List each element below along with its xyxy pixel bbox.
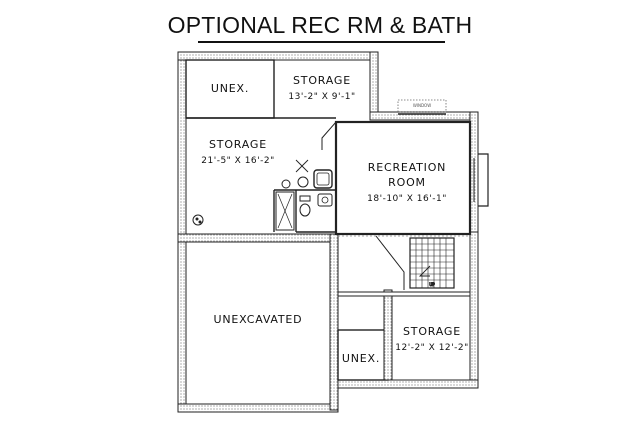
water-heater-icon [313, 169, 333, 189]
room-dims-storage-bottom: 12'-2" X 12'-2" [395, 343, 468, 353]
window-label: WINDOW [413, 103, 431, 108]
room-dims-recreation: 18'-10" X 16'-1" [367, 194, 447, 204]
bath-fixtures [192, 159, 333, 231]
room-label-storage-left: STORAGE [209, 138, 267, 151]
room-label-unex-top: UNEX. [211, 82, 249, 95]
interior-walls [185, 59, 472, 237]
window: WINDOW [397, 99, 447, 115]
room-label-recreation-line2: ROOM [388, 176, 426, 189]
shower-stall [275, 191, 295, 231]
room-label-unex-bottom: UNEX. [342, 352, 380, 365]
room-label-storage-top: STORAGE [293, 74, 351, 87]
stairs: UP [375, 235, 455, 290]
stairs-label: UP [429, 282, 435, 287]
room-label-storage-bottom: STORAGE [403, 325, 461, 338]
sink-icon [317, 193, 333, 207]
title-underline [198, 41, 445, 43]
stair-arrow-icon [418, 265, 431, 277]
room-label-unexcavated: UNEXCAVATED [214, 313, 303, 326]
toilet-icon [299, 203, 311, 217]
room-dims-storage-top: 13'-2" X 9'-1" [288, 92, 355, 102]
sump-pit-icon [192, 214, 204, 226]
room-dims-storage-left: 21'-5" X 16'-2" [201, 156, 274, 166]
egress-window [473, 153, 489, 207]
room-label-recreation-line1: RECREATION [368, 161, 446, 174]
furnace-icon [297, 176, 309, 188]
plan-title: OPTIONAL REC RM & BATH [167, 12, 473, 38]
